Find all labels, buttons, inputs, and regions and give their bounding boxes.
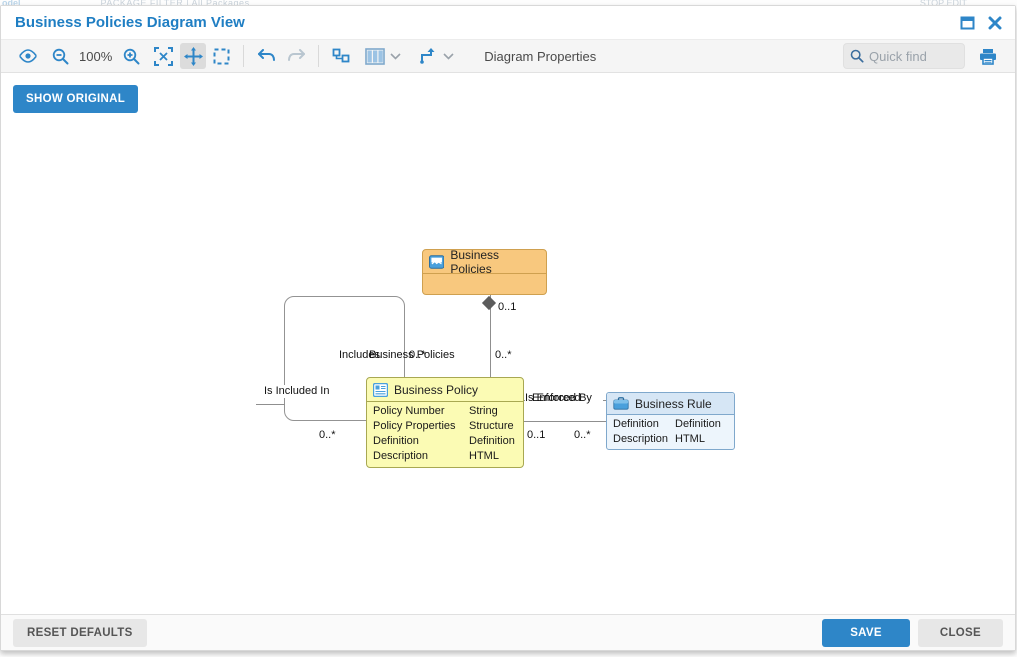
attribute-row: Description HTML [367,449,523,464]
attribute-row: Description HTML [607,432,734,447]
close-icon [988,16,1002,29]
attribute-type: String [469,405,498,417]
enforced-label-group: Is Enforced Enforced By [525,392,603,406]
connector-style-button[interactable] [415,43,441,69]
background-package-filter: PACKAGE FILTER | All Packages [100,0,250,6]
association-stub-line[interactable] [256,404,285,405]
zoom-level-value: 100% [79,48,113,64]
diagram-toolbar: 100% [1,39,1015,73]
attribute-row: Definition Definition [607,417,734,432]
entity-business-policy[interactable]: Business Policy Policy Number String Pol… [366,377,524,468]
relationship-label-is-enforced: Is Enforced [525,392,581,404]
attribute-type: HTML [469,450,499,462]
auto-layout-button[interactable] [328,43,354,69]
maximize-button[interactable] [959,15,975,31]
business-policy-icon [373,382,388,397]
attribute-name: Description [613,433,669,445]
zoom-in-icon [123,48,140,64]
attribute-name: Policy Number [373,405,445,417]
quick-find-box[interactable] [843,43,965,69]
reset-defaults-button[interactable]: RESET DEFAULTS [13,618,147,647]
entity-business-rule[interactable]: Business Rule Definition Definition Desc… [606,392,735,450]
multiplicity-label: 0..* [409,349,426,361]
attribute-name: Definition [373,435,419,447]
multiplicity-label: 0..1 [498,301,517,313]
undo-button[interactable] [253,43,279,69]
fit-to-window-button[interactable] [150,43,176,69]
business-policies-icon [429,254,445,269]
relationship-label-includes: Includes [339,349,380,361]
show-original-button[interactable]: SHOW ORIGINAL [13,85,139,113]
maximize-icon [960,16,974,29]
save-button[interactable]: SAVE [822,618,910,647]
printer-icon [980,48,996,65]
modal-titlebar: Business Policies Diagram View [1,6,1015,39]
fit-to-window-icon [153,46,173,66]
multiplicity-label: 0..* [574,429,591,441]
marquee-select-button[interactable] [208,43,234,69]
connector-route-icon [420,48,435,64]
multiplicity-label: 0..* [495,349,512,361]
attribute-type: Definition [469,435,515,447]
diagram-canvas[interactable]: SHOW ORIGINAL Business Policies [1,73,1015,616]
redo-icon [287,49,305,61]
relationship-label-is-included-in: Is Included In [262,385,332,398]
toolbar-separator [243,45,245,67]
relationship-label-enforced-by: Enforced By [532,392,592,404]
attribute-row: Definition Definition [367,434,523,449]
attribute-type: Structure [469,420,514,432]
zoom-out-button[interactable] [47,43,73,69]
aggregation-diamond-icon [481,295,497,311]
toolbar-separator [318,45,320,67]
attribute-type: Definition [675,418,721,430]
aggregation-line[interactable] [490,295,491,377]
diagram-properties-link[interactable]: Diagram Properties [484,48,597,64]
print-button[interactable] [975,43,1001,69]
pan-tool-button[interactable] [180,43,207,69]
background-stop-edit: STOP EDIT [919,0,967,6]
eye-icon [18,49,38,63]
display-options-button[interactable] [362,43,388,69]
layout-icon [332,48,350,63]
self-association-loop[interactable] [284,296,405,421]
attribute-row: Policy Properties Structure [367,419,523,434]
zoom-in-button[interactable] [118,43,144,69]
entity-title: Business Rule [635,396,712,411]
multiplicity-label: 0..1 [527,429,546,441]
entity-title: Business Policies [450,247,500,276]
attribute-row: Policy Number String [367,404,523,419]
modal-footer: RESET DEFAULTS SAVE CLOSE [1,614,1015,650]
attribute-type: HTML [675,433,705,445]
relationship-label-business-policies: Business Policies [369,349,455,361]
table-columns-icon [365,47,386,65]
chevron-down-icon[interactable] [443,52,454,60]
enforced-association-line-2[interactable] [524,421,606,422]
pan-icon [183,46,203,66]
entity-business-policies[interactable]: Business Policies [422,247,547,295]
attribute-name: Description [373,450,429,462]
preview-button[interactable] [15,43,41,69]
business-rule-icon [613,397,629,410]
close-footer-button[interactable]: CLOSE [917,618,1003,647]
close-button[interactable] [987,15,1003,31]
chevron-down-icon[interactable] [390,52,401,60]
multiplicity-label: 0..* [319,429,336,441]
zoom-out-icon [52,48,68,64]
attribute-name: Definition [613,418,659,430]
marquee-select-icon [213,48,230,64]
background-page-strip: odel PACKAGE FILTER | All Packages STOP … [0,0,1017,6]
redo-button[interactable] [283,43,309,69]
includes-label-group: Includes Business Policies 0..* [339,349,455,363]
modal-title: Business Policies Diagram View [15,14,245,31]
quick-find-input[interactable] [869,48,955,64]
attribute-name: Policy Properties [373,420,456,432]
search-icon [850,49,864,63]
entity-title: Business Policy [394,382,479,397]
undo-icon [257,49,275,61]
background-left-text: odel [2,0,21,6]
diagram-view-modal: Business Policies Diagram View [0,5,1016,651]
